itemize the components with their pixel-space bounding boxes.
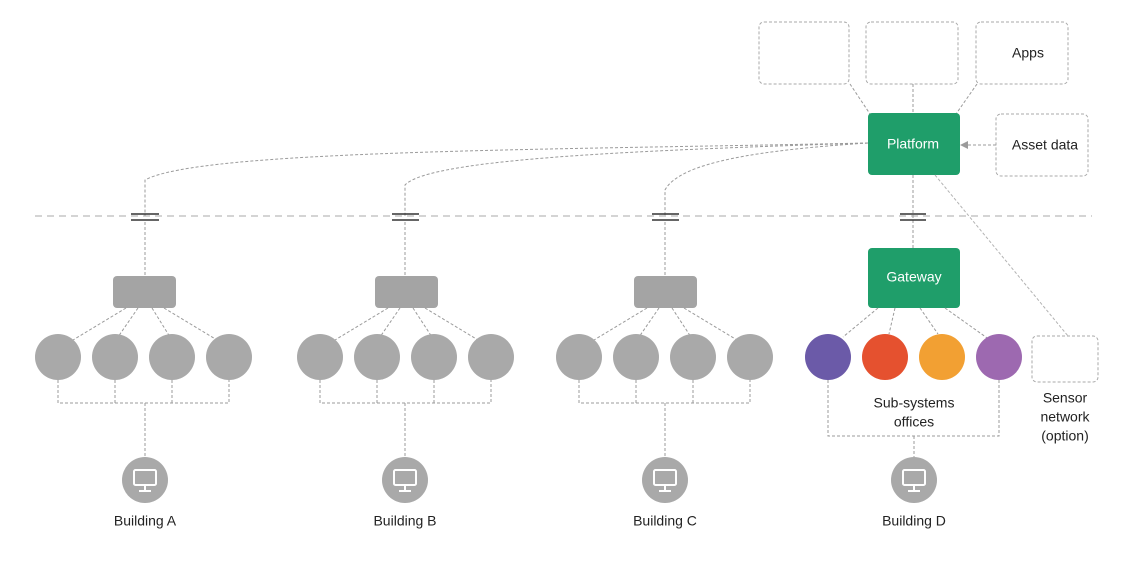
building-b-cluster <box>297 276 514 458</box>
platform-label: Platform <box>887 136 939 152</box>
building-c-node[interactable] <box>556 334 602 380</box>
subsystem-node-4[interactable] <box>976 334 1022 380</box>
building-b-node[interactable] <box>468 334 514 380</box>
app-slot-1[interactable] <box>758 21 850 85</box>
subsystem-node-2[interactable] <box>862 334 908 380</box>
building-c-label: Building C <box>633 513 697 529</box>
subsystems-label-line1: Sub-systems <box>874 395 955 411</box>
subsystem-node-1[interactable] <box>805 334 851 380</box>
gateway-label: Gateway <box>886 269 941 285</box>
gateway-box[interactable] <box>868 248 960 308</box>
building-a-node[interactable] <box>92 334 138 380</box>
app3-connector <box>955 83 978 115</box>
asset-data-label: Asset data <box>1012 137 1078 153</box>
building-b-label: Building B <box>373 513 436 529</box>
coupler-b <box>392 213 419 221</box>
building-a-cluster <box>35 276 252 458</box>
coupler-d <box>900 213 926 221</box>
building-b-node[interactable] <box>354 334 400 380</box>
building-a-label: Building A <box>114 513 177 529</box>
sensor-label-line1: Sensor <box>1043 390 1088 406</box>
coupler-a <box>131 213 159 221</box>
asset-data-box[interactable] <box>995 113 1089 177</box>
building-c-node[interactable] <box>613 334 659 380</box>
building-d-monitor-icon[interactable] <box>891 457 937 503</box>
building-a-node[interactable] <box>35 334 81 380</box>
building-a-monitor-icon[interactable] <box>122 457 168 503</box>
subsystems-label-line2: offices <box>894 414 934 430</box>
platform-to-building-b <box>404 142 869 216</box>
building-c-hub[interactable] <box>634 276 697 308</box>
subsystem-node-3[interactable] <box>919 334 965 380</box>
app1-connector <box>849 83 871 115</box>
building-c-node[interactable] <box>727 334 773 380</box>
building-d-cluster: Gateway Sub-systems offices <box>805 248 1022 458</box>
app-slot-3[interactable] <box>975 21 1069 85</box>
building-b-node[interactable] <box>297 334 343 380</box>
building-b-monitor-icon[interactable] <box>382 457 428 503</box>
coupler-c <box>652 213 679 221</box>
building-c-monitor-icon[interactable] <box>642 457 688 503</box>
building-b-node[interactable] <box>411 334 457 380</box>
app-slot-2[interactable] <box>865 21 959 85</box>
sensor-label-line3: (option) <box>1041 428 1088 444</box>
apps-label: Apps <box>1012 45 1044 61</box>
apps-group: Apps <box>758 21 1069 85</box>
building-c-node[interactable] <box>670 334 716 380</box>
asset-data-arrowhead <box>960 141 968 149</box>
sensor-label-line2: network <box>1040 409 1090 425</box>
building-b-hub[interactable] <box>375 276 438 308</box>
platform-box[interactable] <box>868 113 960 175</box>
building-c-cluster <box>556 276 773 458</box>
sensor-network-box[interactable] <box>1031 335 1099 383</box>
platform-to-building-a <box>144 142 869 216</box>
building-a-hub[interactable] <box>113 276 176 308</box>
building-d-label: Building D <box>882 513 946 529</box>
platform-to-building-c <box>664 142 869 216</box>
building-a-node[interactable] <box>206 334 252 380</box>
building-a-node[interactable] <box>149 334 195 380</box>
